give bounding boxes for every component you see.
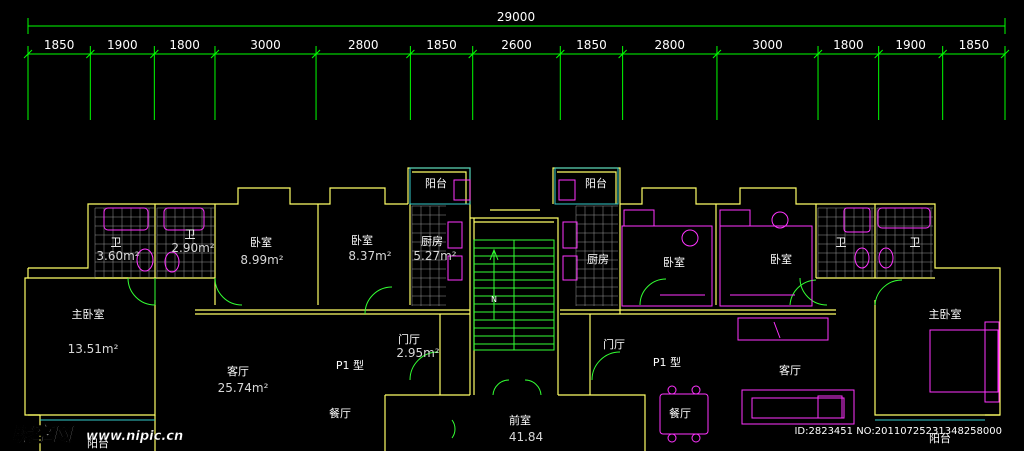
dimension-slash [712,49,722,59]
segment-dimension-label: 1900 [895,38,926,52]
foyer-right-label: 门厅 [603,337,625,351]
watermark-url: www.nipic.cn [86,429,183,444]
bed-left-2-area: 8.37m² [348,249,391,263]
dimension-slash [1000,49,1010,59]
wc-right-1-label: 卫 [836,236,847,249]
dimension-slash [813,49,823,59]
dining-left-label: 餐厅 [329,406,351,420]
bed-right-1-label: 卧室 [663,255,685,269]
dimension-slash [468,49,478,59]
watermark-id: ID:2823451 NO:20110725231348258000 [794,426,1002,437]
wc-left-1-label: 卫 [111,236,122,249]
segment-dimension-label: 1900 [107,38,138,52]
type-right-label: P1 型 [653,355,681,369]
room-labels: 卫 3.60m² 卫 2.90m² 卧室 8.99m² 卧室 8.37m² 厨房… [68,176,962,450]
segment-dimension-label: 1850 [44,38,75,52]
balcony-left-label: 阳台 [425,176,447,190]
type-left-label: P1 型 [336,358,364,372]
master-left-area: 13.51m² [68,342,119,356]
dimension-slash [874,49,884,59]
segment-dimension-label: 1850 [576,38,607,52]
dimension-chain [23,18,1010,120]
tile-grids [94,205,933,306]
balconies [40,167,985,421]
segment-dimension-label: 2800 [348,38,379,52]
dimension-slash [23,49,33,59]
kitchen-left-area: 5.27m² [413,249,456,263]
stair-north-label: N [491,295,497,304]
master-left-label: 主卧室 [72,307,105,321]
segment-dimension-label: 3000 [250,38,281,52]
front-room-label: 前室 [509,413,531,427]
dimension-slash [938,49,948,59]
segment-dimension-label: 1800 [833,38,864,52]
dimension-slash [85,49,95,59]
kitchen-left-label: 厨房 [421,235,443,248]
segment-dimension-label: 1800 [169,38,200,52]
wc-right-2-label: 卫 [910,236,921,249]
watermark: 昵享网 www.nipic.cn ID:2823451 NO:201107252… [12,422,1002,447]
doors [127,277,903,439]
bed-left-1-area: 8.99m² [240,253,283,267]
segment-dimension-label: 2600 [501,38,532,52]
kitchen-right-label: 厨房 [587,253,609,266]
foyer-left-area: 2.95m² [396,346,439,360]
overall-dimension: 29000 [497,10,535,24]
segment-dimension-label: 1850 [959,38,990,52]
balcony-bottom-left-label: 阳台 [87,436,109,450]
dimension-slash [210,49,220,59]
segment-dimension-label: 1850 [426,38,457,52]
furniture [103,179,1000,443]
dimension-slash [311,49,321,59]
dimension-slash [618,49,627,59]
wc-left-2-area: 2.90m² [171,241,214,255]
dining-right-label: 餐厅 [669,406,691,420]
stairs [473,239,555,351]
balcony-right-label: 阳台 [585,176,607,190]
dimension-slash [406,49,415,59]
watermark-brand: 昵享网 [12,422,75,446]
dimension-slash [149,49,159,59]
segment-dimensions: 1850 1900 1800 3000 2800 1850 2600 1850 2800 3000… [44,38,989,52]
bed-right-2-label: 卧室 [770,252,792,266]
bed-left-2-label: 卧室 [351,233,373,247]
front-room-area: 41.84 [509,430,543,444]
dimension-slash [555,49,565,59]
living-left-area: 25.74m² [218,381,269,395]
wc-left-1-area: 3.60m² [96,249,139,263]
living-right-label: 客厅 [779,363,801,377]
master-right-label: 主卧室 [929,307,962,321]
living-left-label: 客厅 [227,364,249,378]
wc-left-2-label: 卫 [185,228,196,241]
balcony-bottom-right-label: 阳台 [929,431,951,445]
segment-dimension-label: 3000 [752,38,783,52]
segment-dimension-label: 2800 [655,38,686,52]
foyer-left-label: 门厅 [398,332,420,346]
bed-left-1-label: 卧室 [250,235,272,249]
